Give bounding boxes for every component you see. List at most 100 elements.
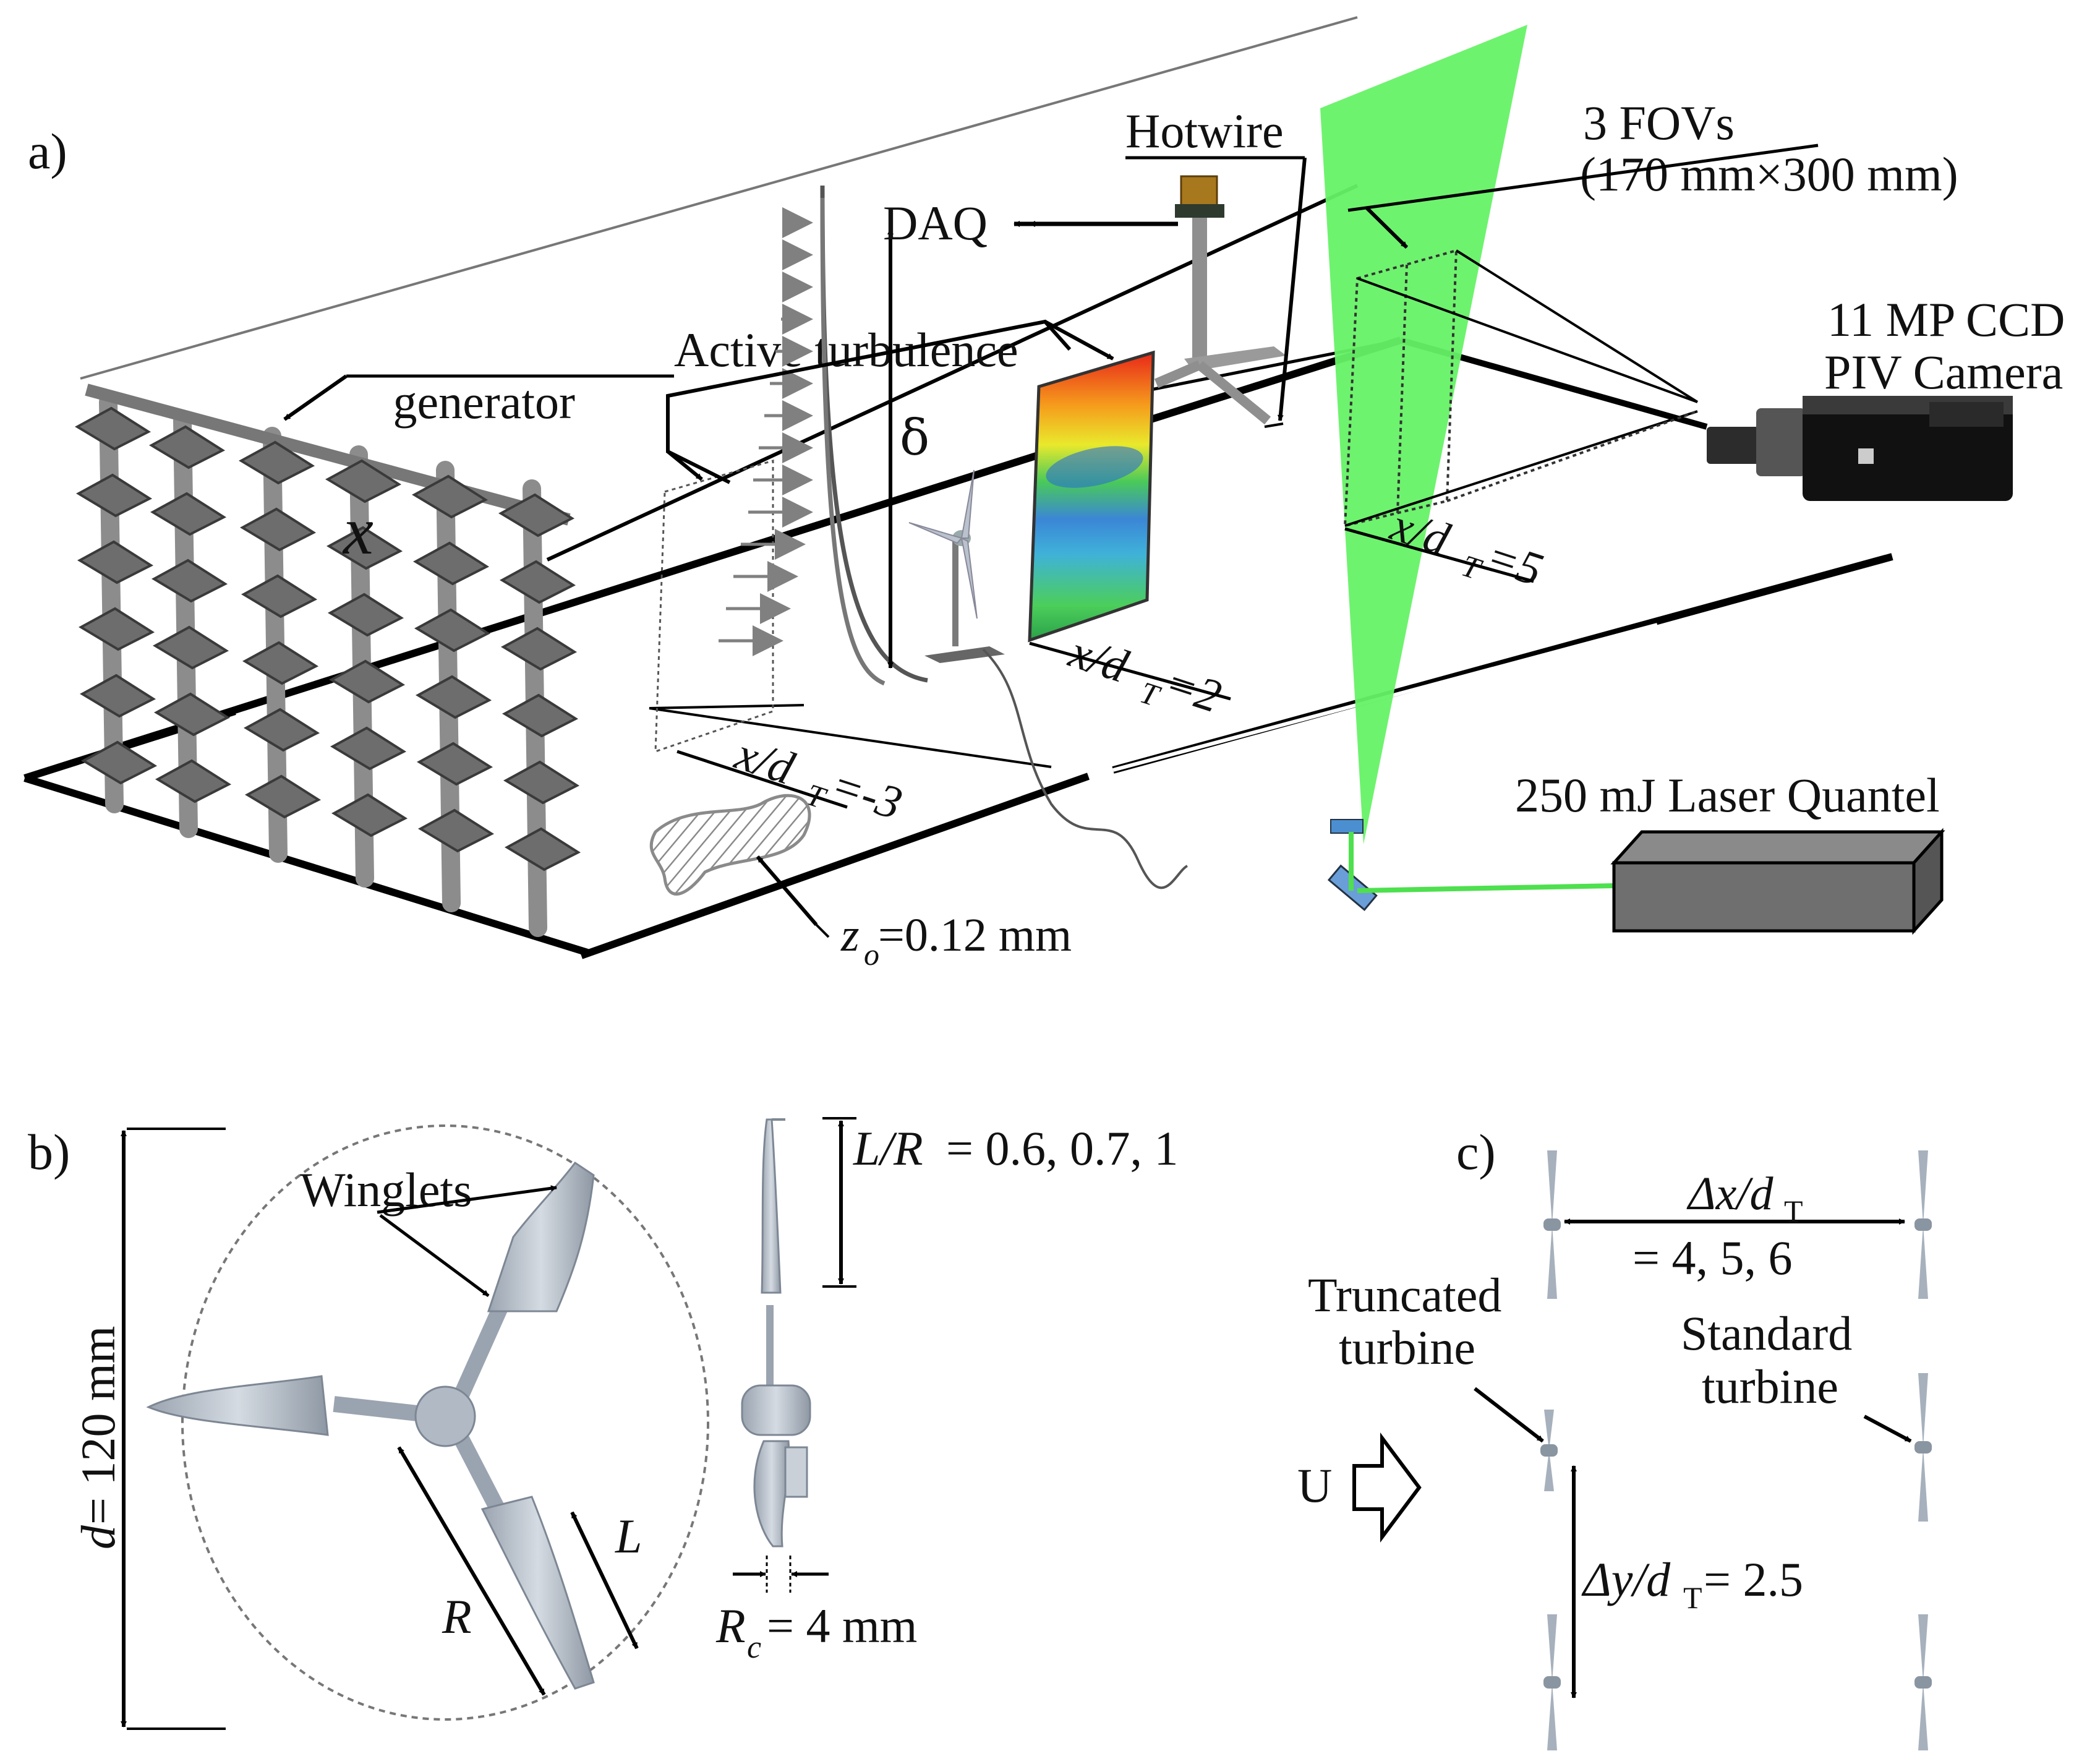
grid-paddle [412, 541, 490, 586]
rotor-front-view [146, 1161, 595, 1690]
station-var-2: x/d [1063, 625, 1135, 693]
standard-turbine [1543, 1614, 1561, 1750]
dy-label: Δy/d T = 2.5 [1581, 1552, 1803, 1615]
standard-line2: turbine [1702, 1359, 1838, 1413]
laser-sheet [1320, 25, 1527, 844]
laser-optics [1327, 819, 1615, 912]
grid-paddle [79, 674, 156, 718]
grid-paddle [244, 774, 322, 819]
grid-paddle [74, 406, 152, 451]
grid-paddle [500, 627, 578, 671]
inflow-plane: δ [654, 185, 1114, 809]
standard-turbine [1914, 1150, 1932, 1299]
grid-paddle [503, 760, 580, 805]
grid-paddle [239, 507, 317, 552]
standard-turbine [1914, 1614, 1932, 1750]
dy-value: = 2.5 [1704, 1552, 1803, 1606]
winglet-pointer-1 [377, 1185, 557, 1214]
radius-arrow [397, 1446, 546, 1696]
station-label-2: x/d T =2 [1063, 625, 1227, 723]
grid-paddle [78, 607, 155, 651]
standard-turbine [1914, 1373, 1932, 1522]
grid-paddle [150, 492, 227, 536]
roughness-var: z [840, 909, 860, 961]
dy-sub: T [1683, 1580, 1702, 1615]
station-value-5: =5 [1480, 529, 1549, 596]
rc-value: = 4 mm [767, 1599, 917, 1653]
piv-camera [1707, 396, 2013, 501]
grid-paddle [326, 526, 403, 570]
rc-var: R [715, 1599, 746, 1653]
turbulence-generator-pointer [283, 374, 348, 421]
hotwire-probe [1154, 175, 1286, 428]
station-var-minus3: x/d [729, 727, 801, 795]
rc-sub: c [747, 1630, 761, 1665]
roughness-pointer [756, 855, 818, 926]
camera-line2: PIV Camera [1824, 345, 2063, 399]
lr-value: = 0.6, 0.7, 1 [946, 1121, 1179, 1175]
dx-sub: T [1784, 1194, 1803, 1228]
dx-var: Δx/d [1686, 1168, 1773, 1220]
roughness-element-icon [649, 794, 811, 896]
roughness-sub: o [864, 937, 879, 972]
grid-paddle [148, 425, 226, 469]
truncated-turbine [1540, 1410, 1558, 1491]
fovs-line1: 3 FOVs [1583, 96, 1735, 150]
camera-line1: 11 MP CCD [1827, 293, 2065, 346]
rotor-side-view [741, 1118, 811, 1548]
panel-c-tag: c) [1456, 1124, 1496, 1180]
grid-paddle [502, 693, 579, 738]
standard-turbine [1543, 1150, 1561, 1299]
rc-label: R c = 4 mm [715, 1599, 917, 1665]
truncated-pointer [1474, 1387, 1544, 1443]
grid-paddle [331, 793, 408, 837]
laser-unit [1610, 828, 1945, 935]
grid-paddle [242, 641, 319, 685]
turbulence-generator-line1: Active turbulence [674, 323, 1018, 377]
winglet-pointer-2 [379, 1214, 490, 1298]
grid-paddle [80, 740, 158, 785]
dx-label: Δx/d T [1686, 1168, 1803, 1228]
grid-paddle [153, 692, 231, 737]
fovs-line2: (170 mm×300 mm) [1580, 147, 1958, 201]
station-value-minus3: =-3 [825, 758, 908, 829]
grid-paddle [499, 560, 576, 604]
delta-symbol: δ [900, 409, 929, 466]
panel-a: a) Ac [23, 16, 2065, 972]
blade-length-arrow [570, 1511, 639, 1650]
x-axis-symbol: x [342, 493, 373, 568]
grid-paddle [330, 726, 407, 771]
panel-c: c) Δx/d T = 4, 5, 6 Truncated turbine St… [1297, 1124, 1932, 1750]
standard-pointer [1863, 1415, 1912, 1443]
dy-var: Δy/d [1581, 1552, 1671, 1606]
active-grid [74, 383, 581, 937]
grid-paddle [327, 593, 404, 637]
radius-label: R [442, 1590, 472, 1643]
dx-value: = 4, 5, 6 [1633, 1231, 1793, 1285]
grid-paddle [504, 827, 581, 871]
roughness-value: =0.12 mm [878, 909, 1072, 961]
grid-paddle [328, 659, 406, 704]
flow-direction-arrow-icon [1352, 1432, 1422, 1543]
fov-frame [1343, 249, 1699, 528]
grid-paddle [415, 675, 492, 719]
daq-label: DAQ [883, 196, 988, 250]
laser-label: 250 mJ Laser Quantel [1515, 768, 1940, 822]
turbulence-generator-line2: generator [393, 375, 576, 429]
diameter-value: = 120 mm [71, 1326, 125, 1525]
grid-paddle [498, 493, 575, 537]
grid-paddle [241, 574, 318, 619]
diameter-label: d = 120 mm [71, 1326, 125, 1549]
hotwire-label: Hotwire [1125, 104, 1284, 158]
lr-var: L/R [853, 1121, 923, 1175]
panel-b: b) d = 120 mm Winglets R L [28, 1117, 1179, 1730]
piv-contour-plane [1028, 350, 1155, 643]
grid-paddle [243, 708, 320, 752]
truncated-line2: turbine [1339, 1321, 1475, 1374]
grid-paddle [77, 540, 154, 584]
grid-paddle [325, 459, 402, 503]
lr-label: L/R = 0.6, 0.7, 1 [853, 1121, 1179, 1175]
turbine-array [1540, 1150, 1932, 1750]
grid-paddle [416, 742, 493, 786]
